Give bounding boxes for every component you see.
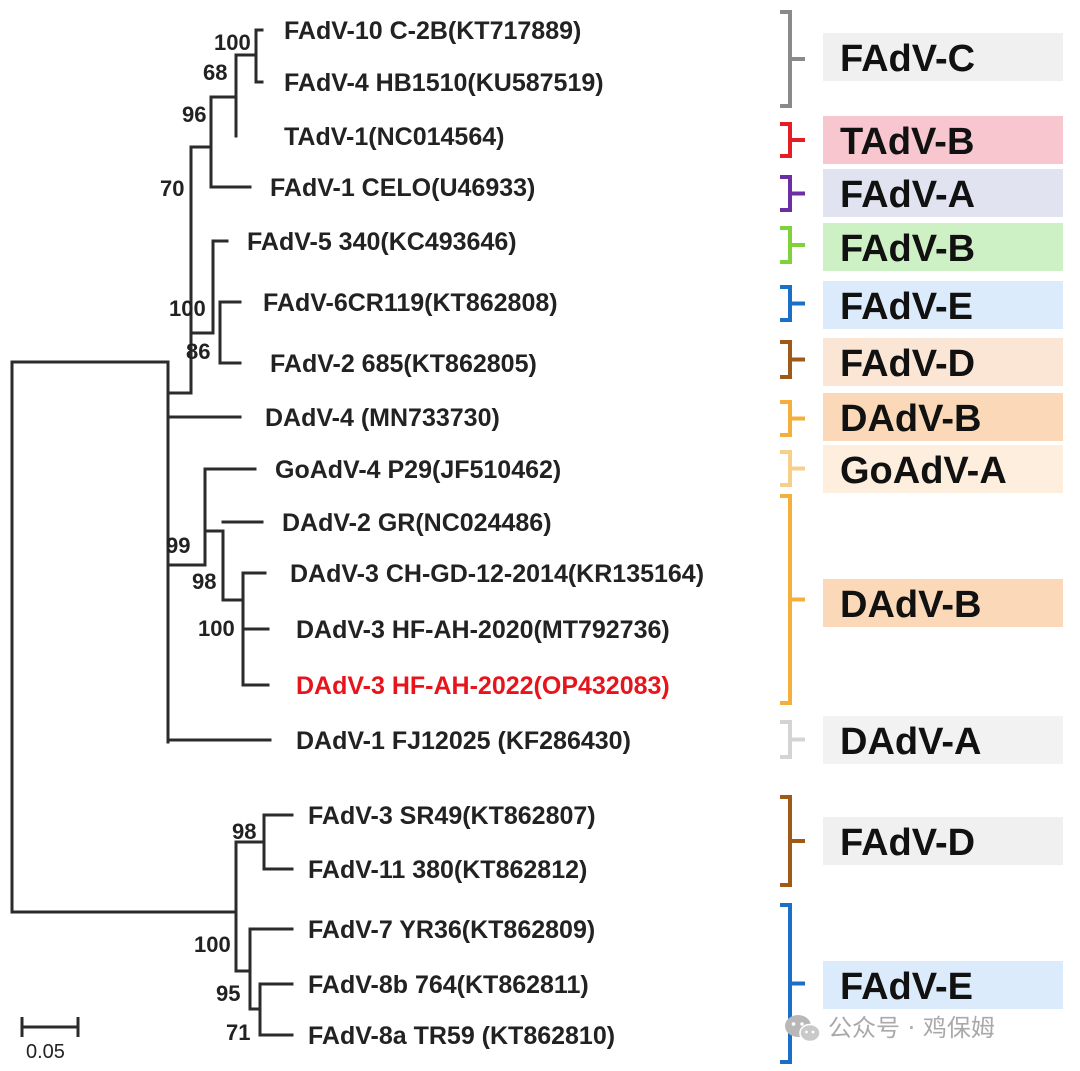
watermark: 公众号 · 鸡保姆 [785,1014,995,1043]
bootstrap-value: 98 [192,569,216,594]
leaf-label: GoAdV-4 P29(JF510462) [275,456,561,484]
group-label-box [823,338,1063,386]
leaf-label: FAdV-3 SR49(KT862807) [308,802,596,830]
group-label: FAdV-E [840,966,973,1008]
tree-branches [10,28,294,1037]
leaf-label: DAdV-1 FJ12025 (KF286430) [296,727,631,755]
group-label-box [823,961,1063,1009]
bootstrap-value: 71 [226,1020,250,1045]
leaf-label: FAdV-2 685(KT862805) [270,350,537,378]
leaf-label: DAdV-3 HF-AH-2022(OP432083) [296,672,670,700]
group-label-box [823,116,1063,164]
group-bracket [780,494,805,705]
group-label: FAdV-B [840,228,975,270]
leaf-label: FAdV-4 HB1510(KU587519) [284,69,604,97]
group-label-box [823,716,1063,764]
group-label: FAdV-D [840,822,975,864]
leaf-label: FAdV-11 380(KT862812) [308,856,587,884]
bootstrap-value: 99 [166,533,190,558]
leaf-label: FAdV-10 C-2B(KT717889) [284,17,581,45]
leaf-label: TAdV-1(NC014564) [284,123,504,151]
bootstrap-value: 98 [232,819,256,844]
group-bracket [780,450,805,487]
leaf-label: FAdV-8b 764(KT862811) [308,971,589,999]
bootstrap-value: 95 [216,981,240,1006]
group-label: DAdV-B [840,584,981,626]
watermark-text: 公众号 · 鸡保姆 [828,1014,995,1042]
group-label: FAdV-A [840,174,975,216]
clade-brackets [780,10,805,1064]
group-label-box [823,817,1063,865]
group-label-box [823,33,1063,81]
group-label: DAdV-B [840,398,981,440]
group-label-box [823,393,1063,441]
group-label-box [823,223,1063,271]
leaf-label: FAdV-7 YR36(KT862809) [308,916,595,944]
group-label: DAdV-A [840,721,981,763]
group-bracket [780,720,805,759]
group-label: FAdV-D [840,343,975,385]
group-label: FAdV-E [840,286,973,328]
leaf-label: FAdV-8a TR59 (KT862810) [308,1022,615,1050]
group-label-box [823,445,1063,493]
group-label: TAdV-B [840,121,974,163]
group-bracket [780,285,805,322]
bootstrap-value: 68 [203,60,227,85]
bootstrap-value: 100 [169,296,206,321]
bootstrap-value: 100 [214,30,251,55]
bootstrap-value: 86 [186,339,210,364]
leaf-label: FAdV-1 CELO(U46933) [270,174,535,202]
leaf-label: DAdV-2 GR(NC024486) [282,509,552,537]
group-bracket [780,340,805,379]
group-bracket [780,175,805,212]
group-label: FAdV-C [840,38,975,80]
group-label-boxes [823,33,1063,1009]
scale-bar: 0.05 [20,1017,80,1063]
group-bracket [780,795,805,887]
bootstrap-value: 70 [160,176,184,201]
group-bracket [780,903,805,1064]
bootstrap-value: 96 [182,102,206,127]
leaf-label: FAdV-5 340(KC493646) [247,228,517,256]
bootstrap-value: 100 [198,616,235,641]
group-label-box [823,281,1063,329]
group-label: GoAdV-A [840,450,1007,492]
bootstrap-value: 100 [194,932,231,957]
wechat-icon [785,1015,821,1043]
group-bracket [780,400,805,437]
group-label-box [823,579,1063,627]
leaf-label: DAdV-4 (MN733730) [265,404,500,432]
group-bracket [780,122,805,158]
leaf-label: DAdV-3 CH-GD-12-2014(KR135164) [290,560,704,588]
tree-labels: FAdV-10 C-2B(KT717889) FAdV-4 HB1510(KU58… [160,17,1007,1050]
group-bracket [780,226,805,264]
group-label-box [823,169,1063,217]
leaf-label: FAdV-6CR119(KT862808) [263,289,558,317]
leaf-label: DAdV-3 HF-AH-2020(MT792736) [296,616,670,644]
group-bracket [780,10,805,108]
scale-bar-label: 0.05 [26,1041,65,1063]
